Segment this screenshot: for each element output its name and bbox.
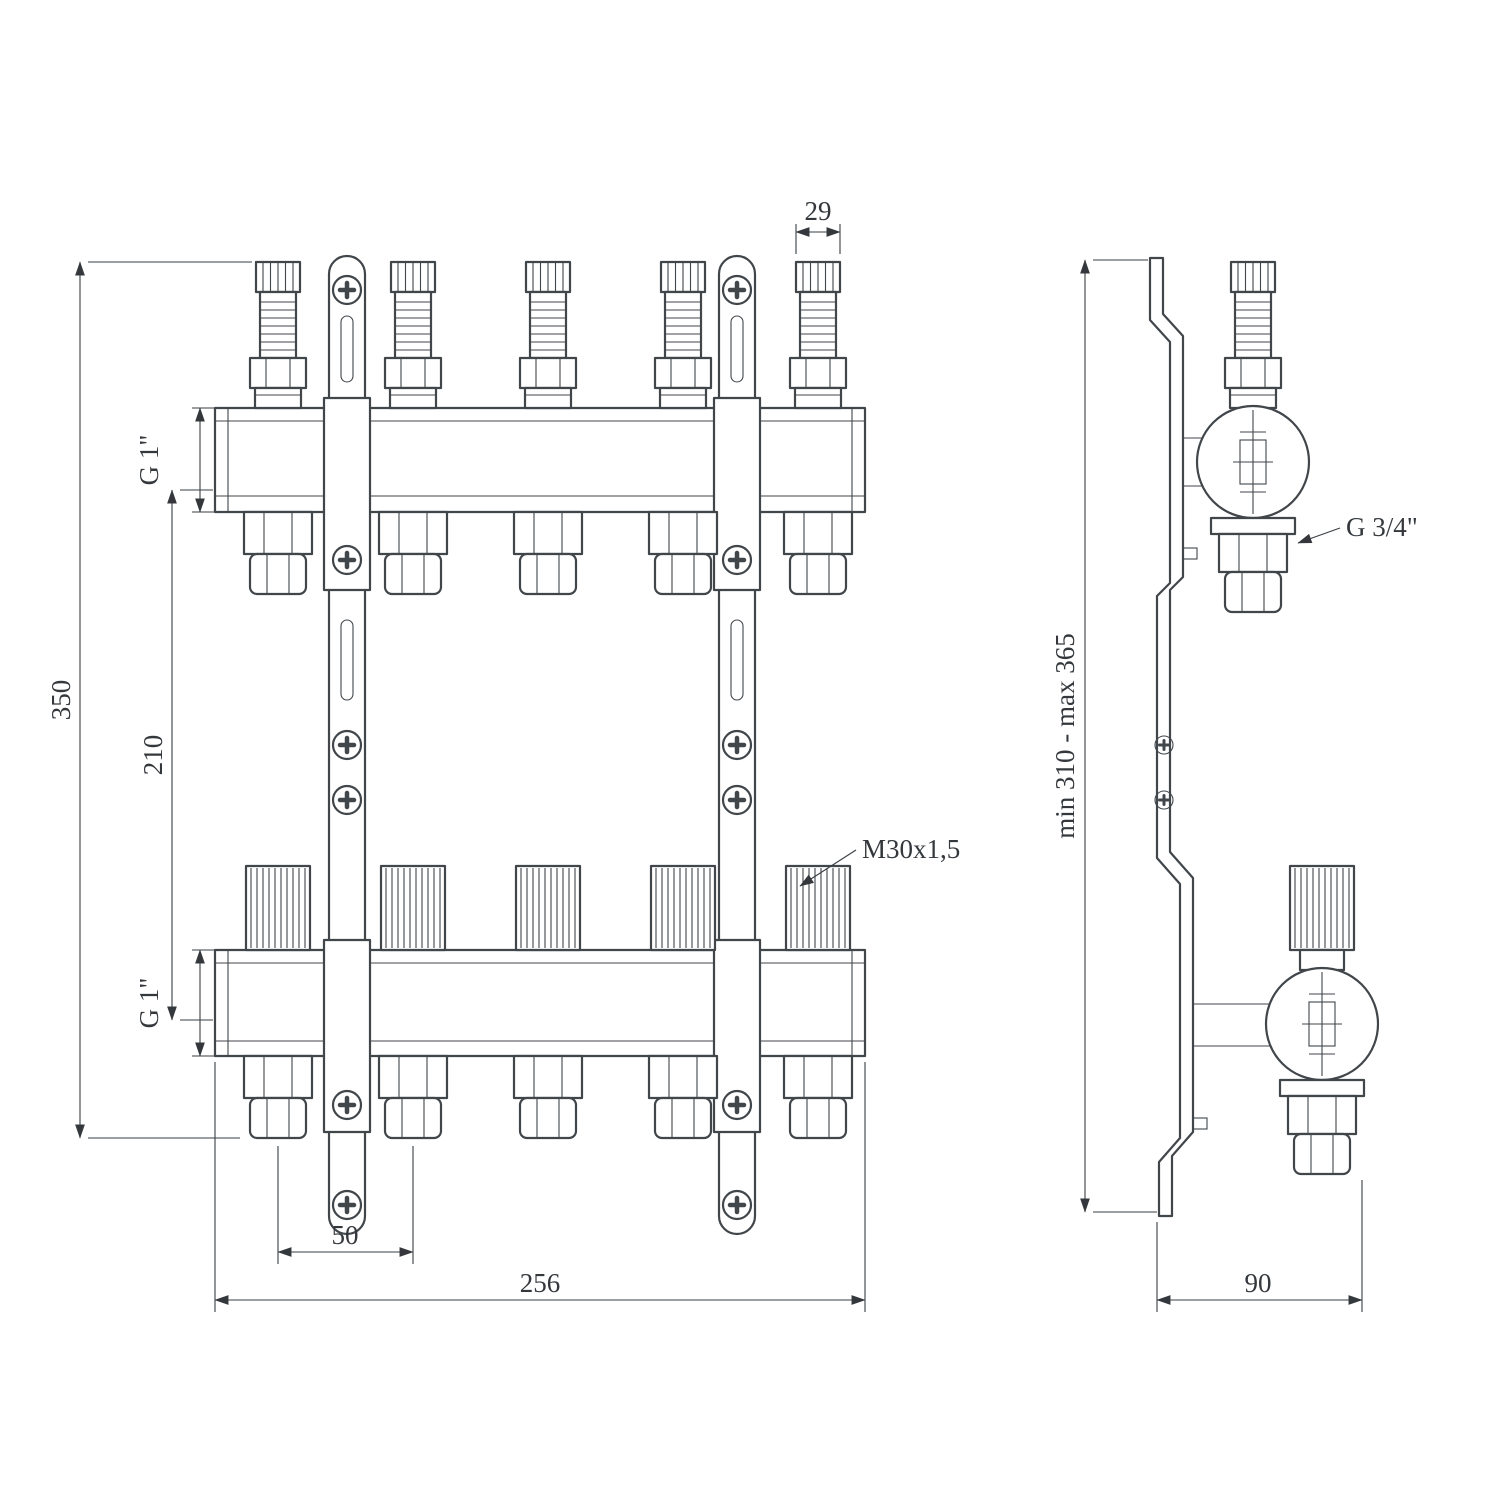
bracket-screw — [333, 786, 361, 814]
supply-port-label: G 1" — [134, 435, 164, 486]
outlet-fitting — [377, 1054, 449, 1140]
thermostatic-valve-cap — [244, 864, 312, 952]
dimensions: 29 350 210 G 1" G 1" 50 256 M30x1,5 min … — [46, 196, 1418, 1312]
flow-meter — [653, 260, 713, 410]
thermostatic-valve-cap — [514, 864, 582, 952]
outlet-fitting — [377, 510, 449, 596]
valve-thread-label: M30x1,5 — [862, 834, 960, 864]
flow-meter-side — [1223, 260, 1283, 410]
bracket-screw — [723, 1091, 751, 1119]
bracket-tab — [1182, 547, 1198, 560]
outlet-fitting — [647, 1054, 719, 1140]
bracket-screw — [333, 276, 361, 304]
bracket-screw — [723, 1191, 751, 1219]
flow-meter — [248, 260, 308, 410]
mounting-bracket-left — [322, 254, 372, 1236]
return-manifold-barrel — [213, 948, 867, 1058]
bracket-screw — [333, 1191, 361, 1219]
supply-manifold-barrel — [213, 406, 867, 514]
side-supply-valve — [1183, 260, 1311, 614]
bracket-screw — [723, 276, 751, 304]
outlet-fitting — [242, 510, 314, 596]
bracket-screw — [723, 731, 751, 759]
thermostatic-valve-cap — [379, 864, 447, 952]
bracket-tab — [1192, 1117, 1208, 1130]
side-view — [1148, 256, 1380, 1218]
outlet-fitting — [782, 510, 854, 596]
flow-meter — [518, 260, 578, 410]
side-return-valve — [1193, 864, 1380, 1176]
return-port-label: G 1" — [134, 978, 164, 1029]
outlet-fitting — [647, 510, 719, 596]
thermostatic-valve-cap — [784, 864, 852, 952]
outlet-fitting — [782, 1054, 854, 1140]
dim-cap-width-label: 29 — [805, 196, 832, 226]
thermostatic-valve-cap — [649, 864, 717, 952]
dim-axis-height-label: 210 — [138, 735, 168, 776]
outlet-fitting — [242, 1054, 314, 1140]
outlet-fitting — [512, 510, 584, 596]
bracket-profile — [1148, 256, 1195, 1218]
mounting-bracket-right — [712, 254, 762, 1236]
outlet-fitting — [512, 1054, 584, 1140]
front-view — [213, 254, 867, 1236]
dim-overall-height-label: 350 — [46, 680, 76, 721]
dim-overall-width-label: 256 — [520, 1268, 561, 1298]
dim-depth-label: 90 — [1245, 1268, 1272, 1298]
bracket-screw — [333, 1091, 361, 1119]
flow-meter — [383, 260, 443, 410]
dim-bracket-height-label: min 310 - max 365 — [1050, 633, 1080, 838]
flow-meter — [788, 260, 848, 410]
bracket-screw — [333, 731, 361, 759]
bracket-screw — [333, 546, 361, 574]
dim-outlet-pitch-label: 50 — [332, 1220, 359, 1250]
bracket-screw — [723, 786, 751, 814]
thermostatic-valve-cap-side — [1288, 864, 1356, 952]
side-outlet-port-label: G 3/4" — [1346, 512, 1418, 542]
bracket-screw — [723, 546, 751, 574]
